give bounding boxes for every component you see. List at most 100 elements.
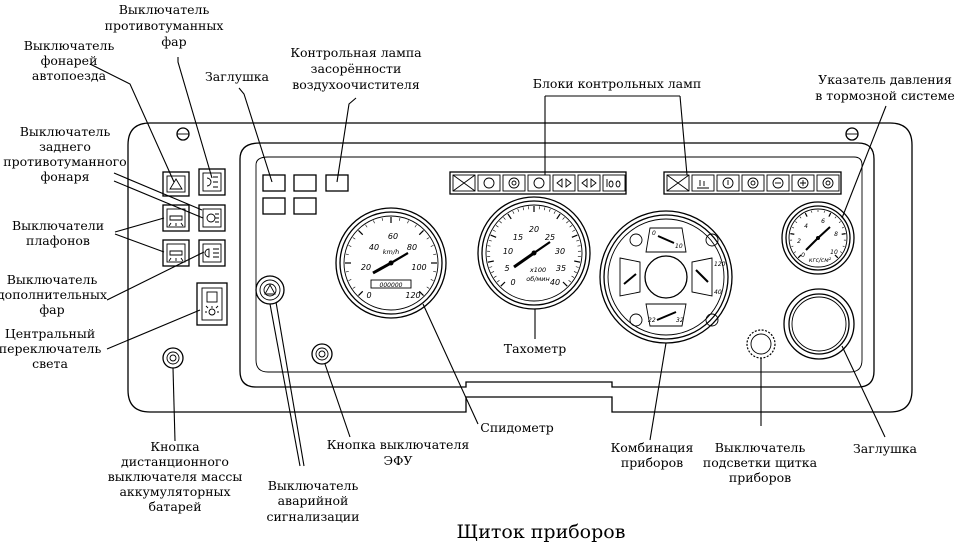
label-hazard-switch-line2: аварийной [278, 493, 349, 508]
label-front-fog-switch: Выключатель противотуманных фар [105, 2, 224, 49]
minor-tick [569, 225, 573, 228]
major-tick [562, 281, 568, 287]
label-train-lights-switch-line1: Выключатель [24, 38, 115, 53]
label-battery-button-line2: дистанционного [121, 454, 229, 469]
speedo-label-40: 40 [369, 243, 379, 252]
label-panel-light-switch-line1: Выключатель [715, 440, 806, 455]
minor-tick [345, 271, 349, 273]
minor-tick [365, 224, 368, 228]
tacho-label-20: 20 [529, 225, 539, 234]
minor-tick [407, 220, 409, 224]
label-plug-bottom-line1: Заглушка [853, 441, 918, 456]
major-tick [418, 230, 424, 236]
speedo-label-120: 120 [405, 291, 420, 300]
lamp-block-right [663, 171, 842, 195]
label-main-light-switch-line2: переключатель [0, 341, 101, 356]
label-aux-lights-switch-line3: фар [39, 302, 64, 317]
cluster-oil-min: 0 [652, 230, 656, 237]
minor-tick [842, 245, 845, 247]
label-cabin-light-switches: Выключатели плафонов [12, 218, 104, 248]
pressure-label-4: 4 [804, 223, 808, 230]
minor-tick [791, 245, 794, 247]
minor-tick [548, 208, 551, 212]
cluster-volt-low: 22 [648, 317, 656, 324]
plug-top-lamps [262, 174, 317, 215]
speedo-unit: km/h [383, 248, 399, 256]
label-efu-button-line1: Кнопка выключателя [327, 437, 470, 452]
minor-tick [576, 239, 580, 242]
minor-tick [430, 245, 434, 247]
cluster-volt-high: 32 [676, 317, 684, 324]
label-cabin-light-switches-line1: Выключатели [12, 218, 104, 233]
label-lamp-blocks: Блоки контрольных ламп [533, 76, 701, 91]
label-main-light-switch: Центральный переключатель света [0, 326, 101, 371]
label-brake-pressure-gauge: Указатель давления в тормозной системе [815, 72, 954, 103]
label-battery-button-line1: Кнопка [150, 439, 200, 454]
label-panel-light-switch: Выключатель подсветки щитка приборов [703, 440, 818, 485]
label-aux-lights-switch: Выключатель дополнительных фар [0, 272, 107, 317]
minor-tick [399, 217, 401, 221]
major-tick [841, 233, 846, 235]
minor-tick [512, 210, 515, 214]
minor-tick [414, 224, 417, 228]
minor-tick [433, 271, 437, 273]
label-aux-lights-switch-line2: дополнительных [0, 287, 107, 302]
label-aux-lights-switch-line1: Выключатель [7, 272, 98, 287]
major-tick [828, 212, 832, 217]
train-lights-switch [162, 171, 190, 197]
hazard-switch-icon [255, 275, 285, 305]
instrument-cluster: 0 10 120 40 22 32 [599, 210, 733, 344]
air-filter-lamp [325, 174, 349, 192]
minor-tick [503, 217, 506, 220]
minor-tick [575, 266, 579, 268]
tacho-label-25: 25 [545, 233, 555, 242]
panel-light-switch-icon [746, 329, 776, 359]
pressure-unit: кгс/см² [809, 257, 832, 264]
minor-tick [495, 225, 499, 228]
minor-tick [838, 221, 841, 223]
minor-tick [426, 237, 430, 240]
label-efu-button: Кнопка выключателя ЭФУ [327, 437, 470, 468]
minor-tick [799, 216, 802, 219]
tacho-unit-bottom: об/мин [526, 275, 550, 283]
minor-tick [426, 286, 430, 289]
minor-tick [841, 227, 844, 229]
label-tachometer: Тахометр [504, 341, 566, 356]
major-tick [797, 254, 802, 259]
minor-tick [493, 275, 497, 278]
minor-tick [522, 207, 525, 211]
tacho-label-40: 40 [550, 278, 560, 287]
label-battery-button-line3: выключателя массы [108, 469, 243, 484]
label-air-filter-lamp-line2: засорённости [311, 61, 402, 76]
label-instrument-cluster-line2: приборов [621, 455, 683, 470]
major-tick [804, 212, 808, 217]
minor-tick [345, 253, 349, 255]
minor-tick [573, 271, 577, 273]
cluster-oil-max: 10 [675, 243, 683, 250]
label-air-filter-lamp-line1: Контрольная лампа [290, 45, 422, 60]
label-front-fog-switch-line1: Выключатель [119, 2, 210, 17]
minor-tick [496, 280, 500, 283]
speedo-label-80: 80 [407, 243, 417, 252]
minor-tick [348, 245, 352, 247]
tacho-label-35: 35 [556, 264, 566, 273]
label-train-lights-switch-line2: фонарей [41, 53, 98, 68]
minor-tick [517, 208, 520, 212]
label-battery-button-line4: аккумуляторных [119, 484, 230, 499]
major-tick [487, 260, 494, 263]
label-hazard-switch-line3: сигнализации [267, 509, 360, 524]
label-main-light-switch-line3: света [32, 356, 68, 371]
label-hazard-switch-line1: Выключатель [268, 478, 359, 493]
major-tick [834, 254, 839, 259]
label-tachometer-line1: Тахометр [504, 341, 566, 356]
tacho-label-10: 10 [503, 247, 513, 256]
label-train-lights-switch: Выключатель фонарей автопоезда [24, 38, 115, 83]
label-train-lights-switch-line3: автопоезда [32, 68, 107, 83]
minor-tick [795, 221, 798, 223]
speedo-odometer: 000000 [380, 282, 403, 289]
label-rear-fog-switch: Выключатель заднего противотуманного фон… [3, 124, 126, 184]
label-speedometer: Спидометр [480, 420, 554, 435]
pressure-label-6: 6 [821, 218, 825, 225]
minor-tick [430, 279, 434, 281]
